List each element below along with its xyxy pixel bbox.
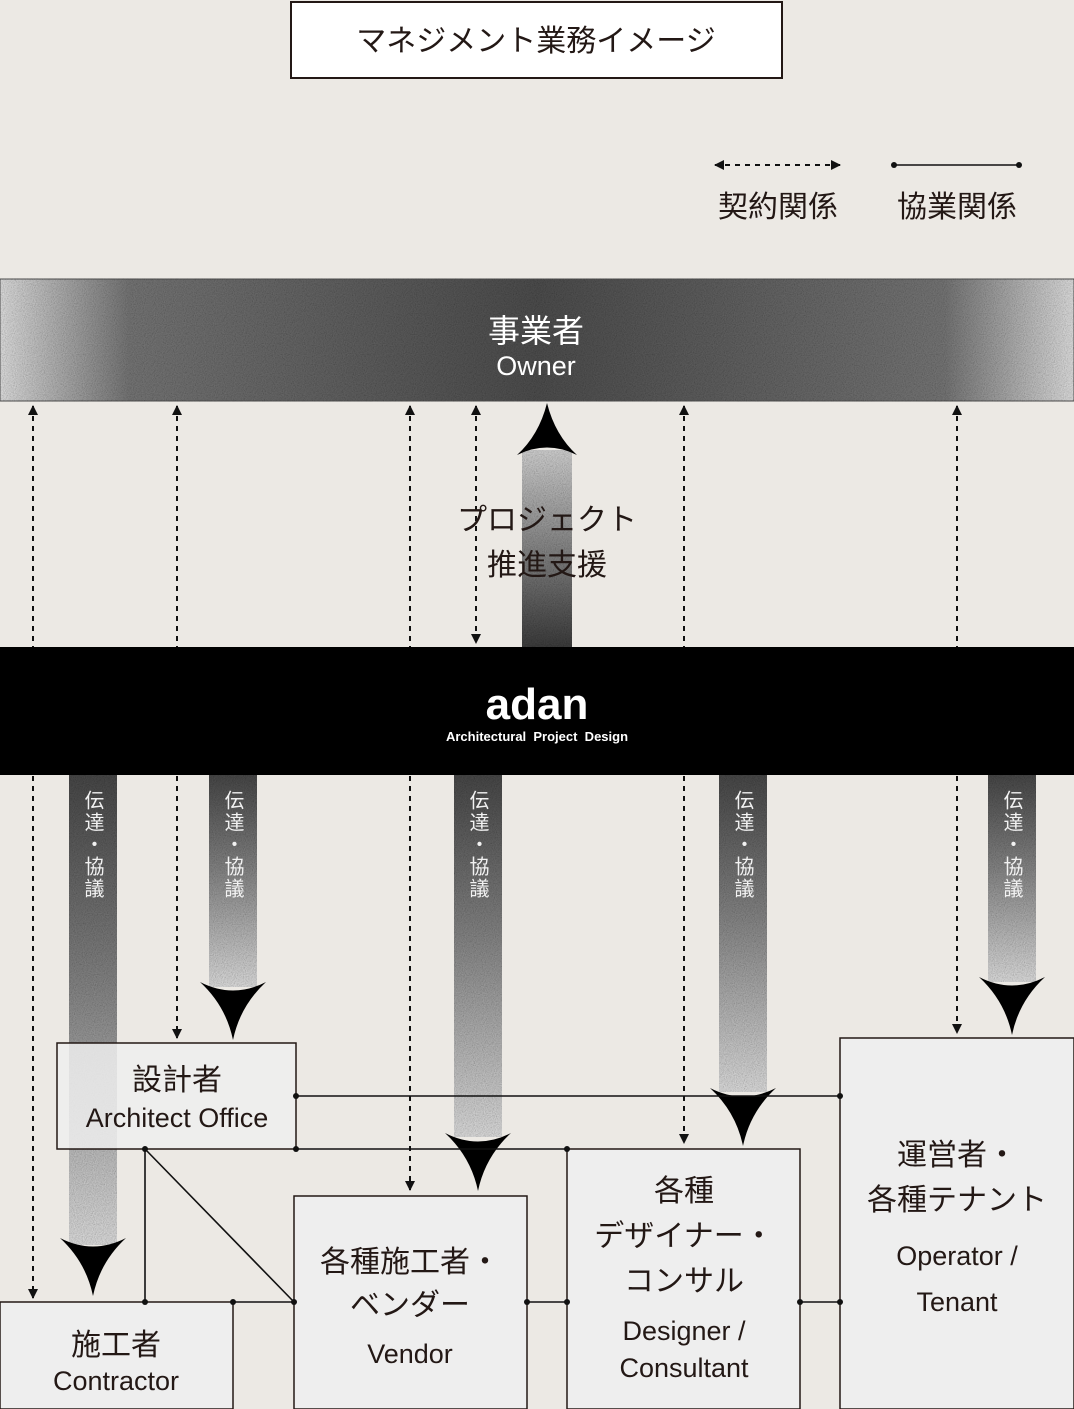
architect-box: 設計者 Architect Office [56,1042,297,1150]
operator-jp-line2: 各種テナント [867,1183,1047,1218]
communication-arrow-operator: 伝達・協議 [979,775,1045,1035]
communication-arrow-designer: 伝達・協議 [710,775,776,1146]
owner-jp: 事業者 [488,312,584,350]
owner-en: Owner [496,351,576,381]
legend-collaboration-label: 協業関係 [897,190,1017,225]
contractor-en: Contractor [53,1366,179,1396]
communication-arrow-vendor: 伝達・協議 [445,775,511,1191]
designer-jp-line2: デザイナー・ [594,1219,773,1254]
operator-en-line1: Operator / [896,1241,1018,1271]
communication-label: 伝達・協議 [731,790,755,900]
legend: 契約関係 協業関係 [714,160,1022,225]
vendor-jp-line1: 各種施工者・ [320,1245,500,1280]
legend-contract-label: 契約関係 [718,190,838,225]
operator-jp-line1: 運営者・ [897,1138,1017,1173]
diagram-title: マネジメント業務イメージ [356,24,715,59]
communication-label: 伝達・協議 [466,790,490,900]
adan-bar: adan Architectural Project Design [0,647,1074,775]
vendor-box: 各種施工者・ ベンダー Vendor [293,1195,528,1409]
operator-box: 運営者・ 各種テナント Operator / Tenant [839,1037,1074,1409]
operator-en-line2: Tenant [916,1287,998,1317]
support-arrow [517,403,577,647]
contractor-box: 施工者 Contractor [0,1301,234,1409]
communication-arrow-contractor: 伝達・協議 [60,775,126,1296]
designer-en-line1: Designer / [622,1316,746,1346]
communication-label: 伝達・協議 [221,790,245,900]
communication-arrow-architect: 伝達・協議 [200,775,266,1040]
title-box: マネジメント業務イメージ [290,1,783,79]
communication-label: 伝達・協議 [1000,790,1024,900]
support-label-line2: 推進支援 [487,548,607,583]
designer-jp-line1: 各種 [654,1174,714,1209]
vendor-jp-line2: ベンダー [350,1288,470,1323]
designer-jp-line3: コンサル [624,1264,744,1299]
designer-en-line2: Consultant [619,1353,749,1383]
owner-bar: 事業者 Owner [0,278,1074,402]
architect-en: Architect Office [86,1103,269,1133]
communication-label: 伝達・協議 [81,790,105,900]
adan-subtitle: Architectural Project Design [446,729,628,744]
contractor-jp: 施工者 [71,1328,161,1363]
vendor-en: Vendor [367,1339,453,1369]
collaboration-lines [144,1095,840,1303]
designer-box: 各種 デザイナー・ コンサル Designer / Consultant [566,1148,801,1409]
architect-jp: 設計者 [132,1063,222,1098]
adan-logo: adan [486,680,589,729]
support-label-line1: プロジェクト [457,503,637,538]
junction-dots [142,1093,843,1305]
